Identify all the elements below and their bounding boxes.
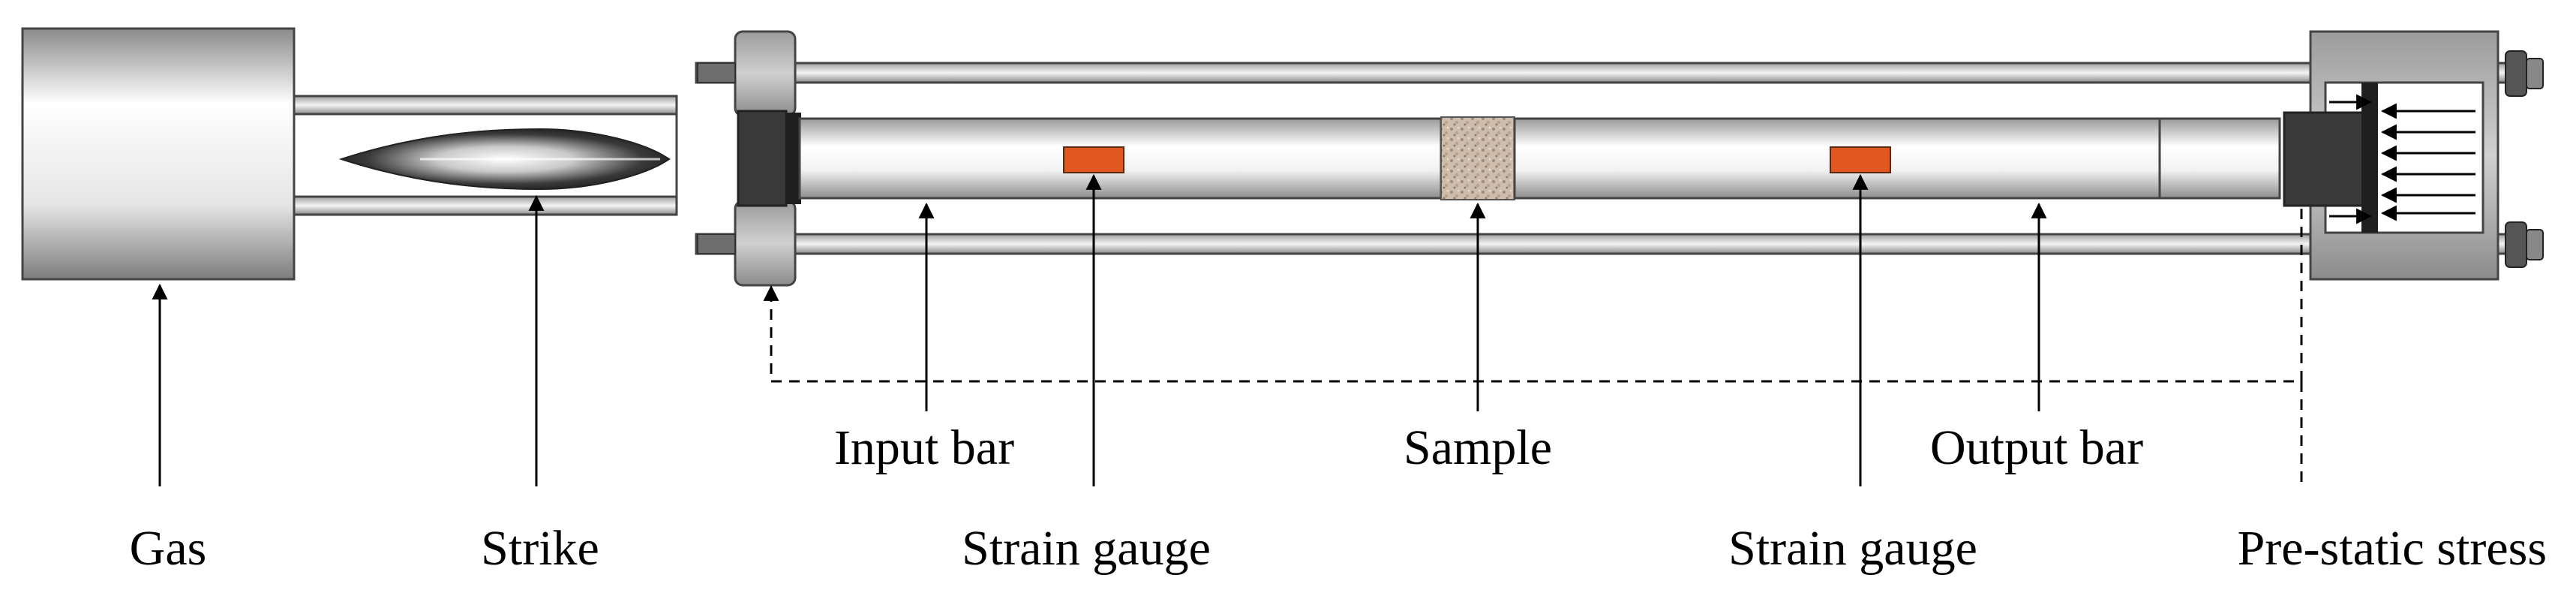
gas-chamber <box>21 27 296 281</box>
label-strike: Strike <box>481 521 599 576</box>
label-gas: Gas <box>130 521 207 576</box>
sample <box>1440 116 1515 200</box>
left-flange <box>697 30 801 287</box>
tie-rods <box>695 62 2528 255</box>
bolts <box>2505 50 2544 268</box>
label-output-bar: Output bar <box>1930 420 2143 475</box>
label-strain-gauge-1: Strain gauge <box>962 521 1211 576</box>
leader-arrows <box>152 173 2047 486</box>
label-strain-gauge-2: Strain gauge <box>1728 521 1977 576</box>
label-input-bar: Input bar <box>834 420 1014 475</box>
label-sample: Sample <box>1404 420 1552 475</box>
transmission-block <box>2158 117 2281 200</box>
strain-gauge-output <box>1830 146 1891 173</box>
label-pre-static-stress: Pre-static stress <box>2238 521 2547 576</box>
pre-stress-dashed-line <box>763 209 2303 383</box>
pre-stress-frame <box>2283 30 2499 281</box>
strain-gauge-input <box>1063 146 1124 173</box>
launch-tube <box>293 95 678 216</box>
